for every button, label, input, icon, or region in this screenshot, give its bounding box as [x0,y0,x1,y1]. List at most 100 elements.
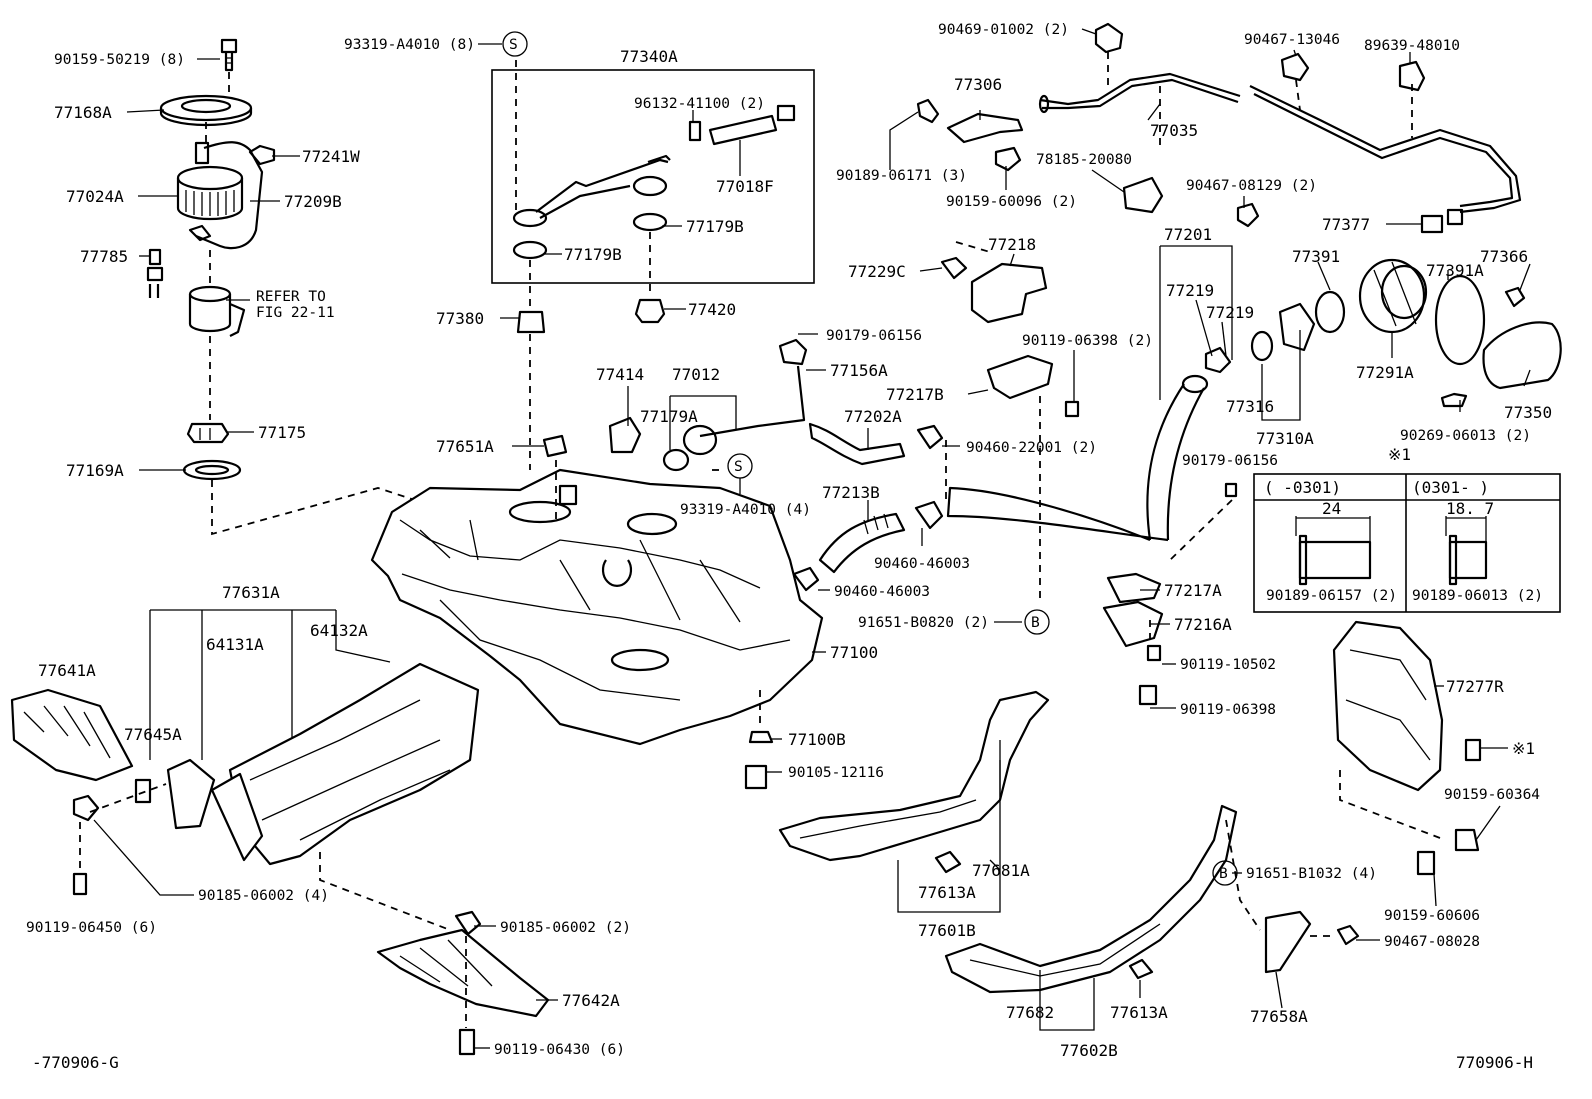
label-90119-06398: 90119-06398 [1180,702,1276,718]
label-90467-08028: 90467-08028 [1384,934,1480,950]
heat-insulator-icon [210,772,264,862]
label-90185-06002-2: 90185-06002 (2) [500,920,631,936]
label-89639-48010: 89639-48010 [1364,38,1460,54]
clip-icon [1224,482,1238,498]
tank-bands-group [778,690,1238,1031]
label-77681A: 77681A [972,861,1030,880]
filler-pipe-group [946,245,1562,542]
lever-icon [946,112,1024,144]
sender-gauge-icon [146,248,164,298]
tank-band-icon [944,804,1238,994]
clamp-icon [914,500,944,530]
label-77018F: 77018F [716,177,774,196]
label-90189-06013: 90189-06013 (2) [1412,588,1543,604]
table-range-old: ( -0301) [1264,478,1341,497]
label-77179B: 77179B [686,217,744,236]
label-77100: 77100 [830,643,878,662]
sender-gauge-assembly [491,60,815,470]
label-90469-01002: 90469-01002 (2) [938,22,1069,38]
label-77785: 77785 [80,247,128,266]
label-77179A: 77179A [640,407,698,426]
label-90119-06430: 90119-06430 (6) [494,1042,625,1058]
label-90185-06002-4: 90185-06002 (4) [198,888,329,904]
fuel-cap-icon [1358,258,1428,334]
retainer-ring-icon [159,94,253,127]
label-77613A: 77613A [1110,1003,1168,1022]
label-fig-22-11: FIG 22-11 [256,305,335,321]
label-77209B: 77209B [284,192,342,211]
figure-code-left: -770906-G [32,1053,119,1072]
label-77391A: 77391A [1426,261,1484,280]
fuel-lid-cable-group [916,22,1522,324]
label-77100B: 77100B [788,730,846,749]
heat-insulator-icon [166,758,216,830]
heat-shields-group [10,609,550,1056]
label-90460-46003: 90460-46003 [874,556,970,572]
fuel-tank-icon [370,468,824,746]
label-77340A: 77340A [620,47,678,66]
heat-insulator-icon [228,662,480,866]
fuel-filter-icon [188,285,246,337]
label-77291A: 77291A [1356,363,1414,382]
cap-icon [542,434,568,458]
label-s-ref: S [509,37,518,53]
label-77229C: 77229C [848,262,906,281]
label-77391: 77391 [1292,247,1340,266]
label-77175: 77175 [258,423,306,442]
label-90467-13046: 90467-13046 [1244,32,1340,48]
label-90105-12116: 90105-12116 [788,765,884,781]
label-77201: 77201 [1164,225,1212,244]
label-77380: 77380 [436,309,484,328]
clip-icon [1398,60,1426,92]
label-77602B: 77602B [1060,1041,1118,1060]
label-77641A: 77641A [38,661,96,680]
clamp-icon [916,424,944,450]
grommet-icon [512,212,668,260]
label-77377: 77377 [1322,215,1370,234]
label-77645A: 77645A [124,725,182,744]
label-77213B: 77213B [822,483,880,502]
gasket-icon [182,459,242,481]
label-64132A: 64132A [310,621,368,640]
label-90269-06013: 90269-06013 (2) [1400,428,1531,444]
table-dim-18-7: 18. 7 [1446,499,1494,518]
label-90159-60096: 90159-60096 (2) [946,194,1077,210]
label-77217B: 77217B [886,385,944,404]
label-90159-60606: 90159-60606 [1384,908,1480,924]
fuel-tank-strap-protector-icon [1264,910,1312,974]
label-90460-22001: 90460-22001 (2) [966,440,1097,456]
connector-icon [1420,208,1464,234]
clip-icon [134,778,152,804]
label-77035: 77035 [1150,121,1198,140]
label-b-ref: B [1031,615,1040,631]
label-77241W: 77241W [302,147,360,166]
label-77219: 77219 [1166,281,1214,300]
label-s-ref: S [734,459,743,475]
label-77613A: 77613A [918,883,976,902]
sender-arm-icon [512,154,671,228]
clip-icon [688,104,796,142]
label-90189-06157: 90189-06157 (2) [1266,588,1397,604]
label-91651-b1032: 91651-B1032 (4) [1246,866,1377,882]
label-93319-a4010-8: 93319-A4010 (8) [344,37,475,53]
label-77414: 77414 [596,365,644,384]
table-dim-24: 24 [1322,499,1341,518]
hose-icon [818,512,906,574]
right-shield-group [1225,620,1482,974]
label-77651A: 77651A [436,437,494,456]
label-77316: 77316 [1226,397,1274,416]
label-78185-20080: 78185-20080 [1036,152,1132,168]
label-77420: 77420 [688,300,736,319]
clip-sample-icon [1295,516,1372,586]
label-77658A: 77658A [1250,1007,1308,1026]
figure-code-right: 770906-H [1456,1053,1533,1072]
label-b-ref: B [1219,866,1228,882]
label-96132-41100: 96132-41100 (2) [634,96,765,112]
bracket-icon [1102,600,1164,648]
label-note-1: ※1 [1512,739,1535,758]
fuel-pump-assembly [146,38,471,536]
bolt-icon [994,146,1022,172]
float-icon [708,114,778,146]
bolt-icon [1416,850,1436,876]
